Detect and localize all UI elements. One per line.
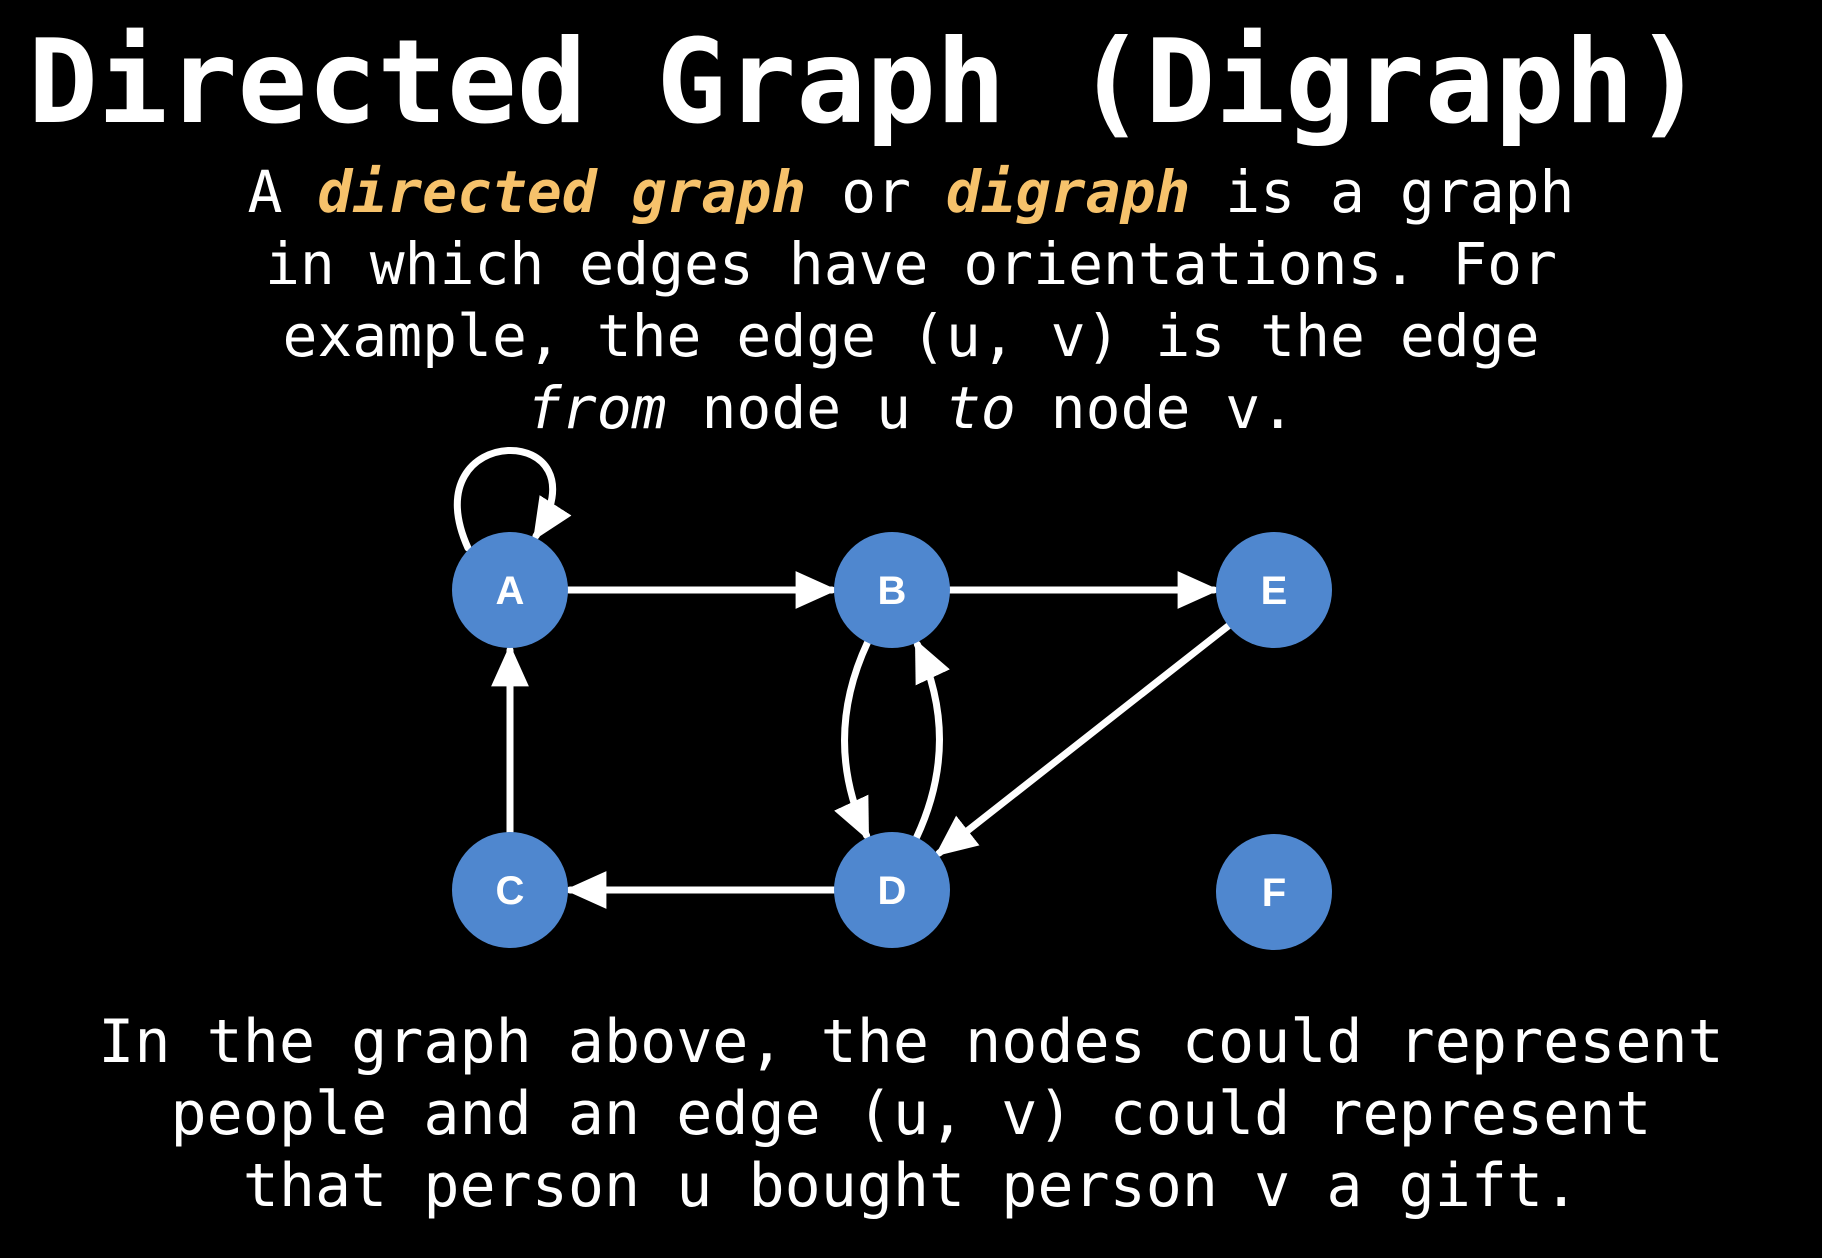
intro-line-4: from node u to node v.: [526, 374, 1296, 442]
italic-to: to: [945, 374, 1016, 442]
node-label: A: [496, 569, 525, 613]
italic-from: from: [526, 374, 667, 442]
nodes-layer: A B C D E F: [452, 532, 1332, 950]
node-e: E: [1216, 532, 1332, 648]
edges-layer: [453, 447, 1232, 909]
outro-line-3: that person u bought person v a gift.: [242, 1151, 1580, 1221]
node-label: C: [496, 869, 525, 913]
node-circle: [452, 532, 568, 648]
node-label: F: [1262, 871, 1286, 915]
edge-d-to-b: [913, 639, 950, 841]
node-f: F: [1216, 834, 1332, 950]
highlight-term-digraph: digraph: [945, 158, 1191, 226]
node-circle: [834, 532, 950, 648]
node-circle: [834, 832, 950, 948]
outro-line-2: people and an edge (u, v) could represen…: [170, 1079, 1652, 1149]
intro-paragraph: A directed graph or digraph is a graph i…: [0, 156, 1822, 444]
outro-paragraph: In the graph above, the nodes could repr…: [0, 1006, 1822, 1222]
node-circle: [452, 832, 568, 948]
node-d: D: [834, 832, 950, 948]
highlight-term-directed-graph: directed graph: [317, 158, 807, 226]
edge-e-to-d: [934, 622, 1232, 857]
outro-line-1: In the graph above, the nodes could repr…: [98, 1007, 1724, 1077]
node-label: D: [878, 869, 907, 913]
node-label: E: [1261, 569, 1288, 613]
node-label: B: [878, 569, 907, 613]
intro-line-2: in which edges have orientations. For: [264, 230, 1557, 298]
edge-b-to-d: [834, 639, 871, 841]
slide-title: Directed Graph (Digraph): [28, 15, 1705, 150]
node-circle: [1216, 834, 1332, 950]
intro-line-1: A directed graph or digraph is a graph: [247, 158, 1575, 226]
intro-line-3: example, the edge (u, v) is the edge: [282, 302, 1540, 370]
node-a: A: [452, 532, 568, 648]
edge-a-to-a: [453, 447, 572, 552]
node-b: B: [834, 532, 950, 648]
node-circle: [1216, 532, 1332, 648]
node-c: C: [452, 832, 568, 948]
